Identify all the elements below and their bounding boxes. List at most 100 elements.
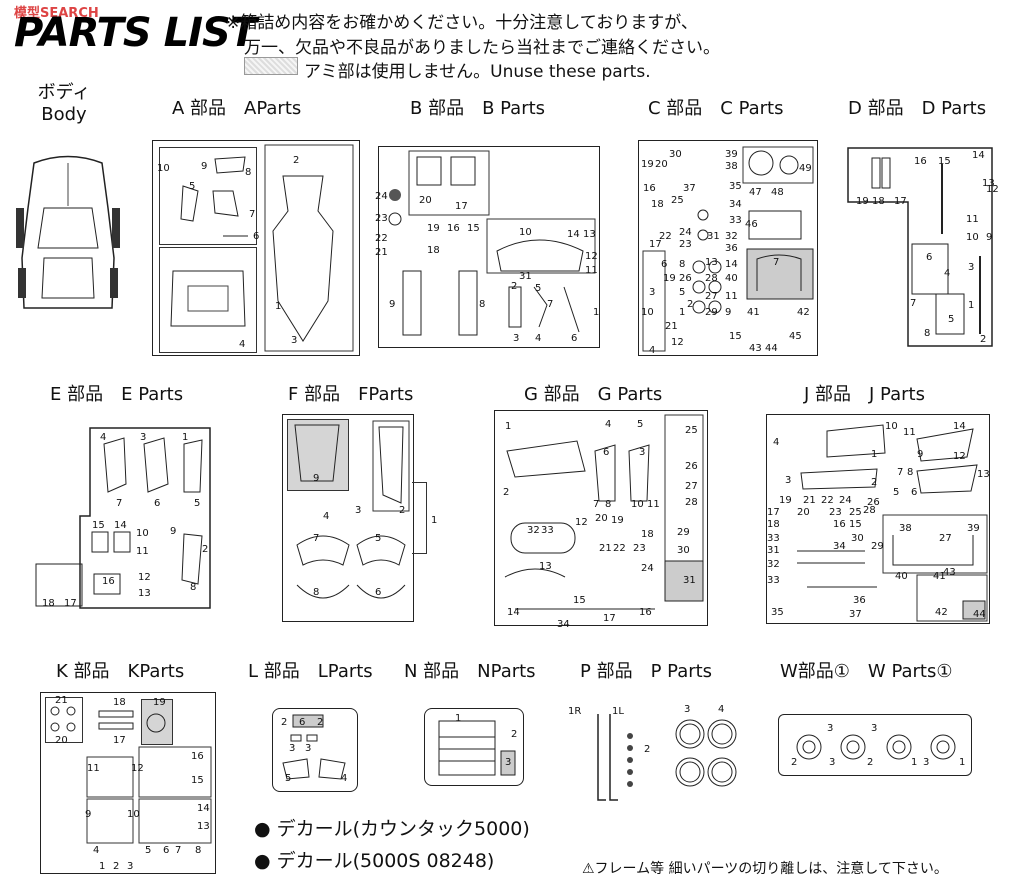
part-number: 17 <box>767 507 780 518</box>
part-number: 2 <box>867 757 874 768</box>
sprue-frame-c: 30 39 38 19 20 49 37 35 25 34 47 48 16 1… <box>638 140 818 356</box>
part-number: 23 <box>375 213 388 224</box>
part-number: 8 <box>195 845 202 856</box>
part-number: 37 <box>683 183 696 194</box>
sprue-frame-d: 16 15 14 19 18 17 13 12 11 10 9 7 6 4 3 … <box>846 144 999 350</box>
part-number: 4 <box>649 345 656 356</box>
part-number: 38 <box>725 161 738 172</box>
part-number: 14 <box>972 150 985 161</box>
part-number: 19 <box>779 495 792 506</box>
part-number: 2 <box>293 155 300 166</box>
part-number: 22 <box>659 231 672 242</box>
part-number: 44 <box>973 609 986 620</box>
part-number: 7 <box>910 298 917 309</box>
part-number: 6 <box>375 587 382 598</box>
part-number: 7 <box>116 498 123 509</box>
part-number: 26 <box>685 461 698 472</box>
part-number: 8 <box>245 167 252 178</box>
part-number: 19 <box>663 273 676 284</box>
part-number: 37 <box>849 609 862 620</box>
part-number: 5 <box>375 533 382 544</box>
sprue-frame-p: 1R 1L 2 3 4 <box>566 704 756 808</box>
part-number: 11 <box>725 291 738 302</box>
part-number: 14 <box>725 259 738 270</box>
part-number: 13 <box>982 178 995 189</box>
section-label-b: B 部品 B Parts <box>410 98 546 119</box>
part-number: 1 <box>505 421 512 432</box>
part-number: 5 <box>285 773 292 784</box>
part-number: 32 <box>725 231 738 242</box>
part-number: 14 <box>114 520 127 531</box>
part-number: 8 <box>190 582 197 593</box>
decal-item-1: ● デカール(カウンタック5000) <box>254 818 530 840</box>
part-number: 17 <box>603 613 616 624</box>
part-number: 36 <box>725 243 738 254</box>
part-number: 3 <box>505 757 512 768</box>
part-number: 9 <box>170 526 177 537</box>
part-number: 10 <box>641 307 654 318</box>
part-number: 28 <box>863 505 876 516</box>
body-part-drawing <box>14 148 122 318</box>
part-number: 15 <box>729 331 742 342</box>
part-number: 12 <box>953 451 966 462</box>
part-number: 4 <box>944 268 951 279</box>
part-number: 1 <box>431 515 438 526</box>
note-line-3: アミ部は使用しません。Unuse these parts. <box>304 62 651 82</box>
part-number: 30 <box>669 149 682 160</box>
part-number: 4 <box>718 704 725 715</box>
part-number: 42 <box>797 307 810 318</box>
part-number: 43 <box>749 343 762 354</box>
part-number: 24 <box>839 495 852 506</box>
part-number: 5 <box>893 487 900 498</box>
part-number: 16 <box>643 183 656 194</box>
section-label-g: G 部品 G Parts <box>524 384 663 405</box>
part-number: 27 <box>705 291 718 302</box>
part-number: 26 <box>867 497 880 508</box>
part-number: 4 <box>93 845 100 856</box>
part-number: 33 <box>541 525 554 536</box>
part-number: 3 <box>305 743 312 754</box>
part-number: 6 <box>661 259 668 270</box>
sprue-frame-a: 10 9 8 2 5 7 6 1 4 3 <box>152 140 360 356</box>
part-number: 17 <box>64 598 77 609</box>
part-number: 30 <box>677 545 690 556</box>
part-number: 2 <box>281 717 288 728</box>
part-number: 34 <box>557 619 570 630</box>
part-number: 3 <box>968 262 975 273</box>
part-number: 2 <box>687 299 694 310</box>
part-number: 10 <box>157 163 170 174</box>
part-number: 22 <box>375 233 388 244</box>
part-number: 27 <box>939 533 952 544</box>
part-number: 31 <box>767 545 780 556</box>
part-number: 5 <box>189 181 196 192</box>
part-number: 5 <box>637 419 644 430</box>
part-number: 32 <box>767 559 780 570</box>
part-number: 17 <box>894 196 907 207</box>
unused-hatch-swatch <box>244 57 298 75</box>
part-number: 8 <box>479 299 486 310</box>
part-number: 40 <box>895 571 908 582</box>
part-number: 35 <box>771 607 784 618</box>
part-number: 18 <box>767 519 780 530</box>
part-number: 11 <box>647 499 660 510</box>
part-number: 33 <box>729 215 742 226</box>
section-label-c: C 部品 C Parts <box>648 98 784 119</box>
part-number: 12 <box>671 337 684 348</box>
part-number: 10 <box>885 421 898 432</box>
part-number: 16 <box>191 751 204 762</box>
part-number: 2 <box>511 729 518 740</box>
part-number: 13 <box>197 821 210 832</box>
part-number: 18 <box>872 196 885 207</box>
part-number: 29 <box>705 307 718 318</box>
part-number: 9 <box>201 161 208 172</box>
part-number: 8 <box>907 467 914 478</box>
part-number: 20 <box>797 507 810 518</box>
section-label-e: E 部品 E Parts <box>50 384 184 405</box>
part-number: 31 <box>683 575 696 586</box>
part-number: 24 <box>375 191 388 202</box>
part-number: 8 <box>605 499 612 510</box>
part-number: 24 <box>679 227 692 238</box>
part-number: 17 <box>455 201 468 212</box>
part-number: 6 <box>163 845 170 856</box>
part-number: 18 <box>651 199 664 210</box>
